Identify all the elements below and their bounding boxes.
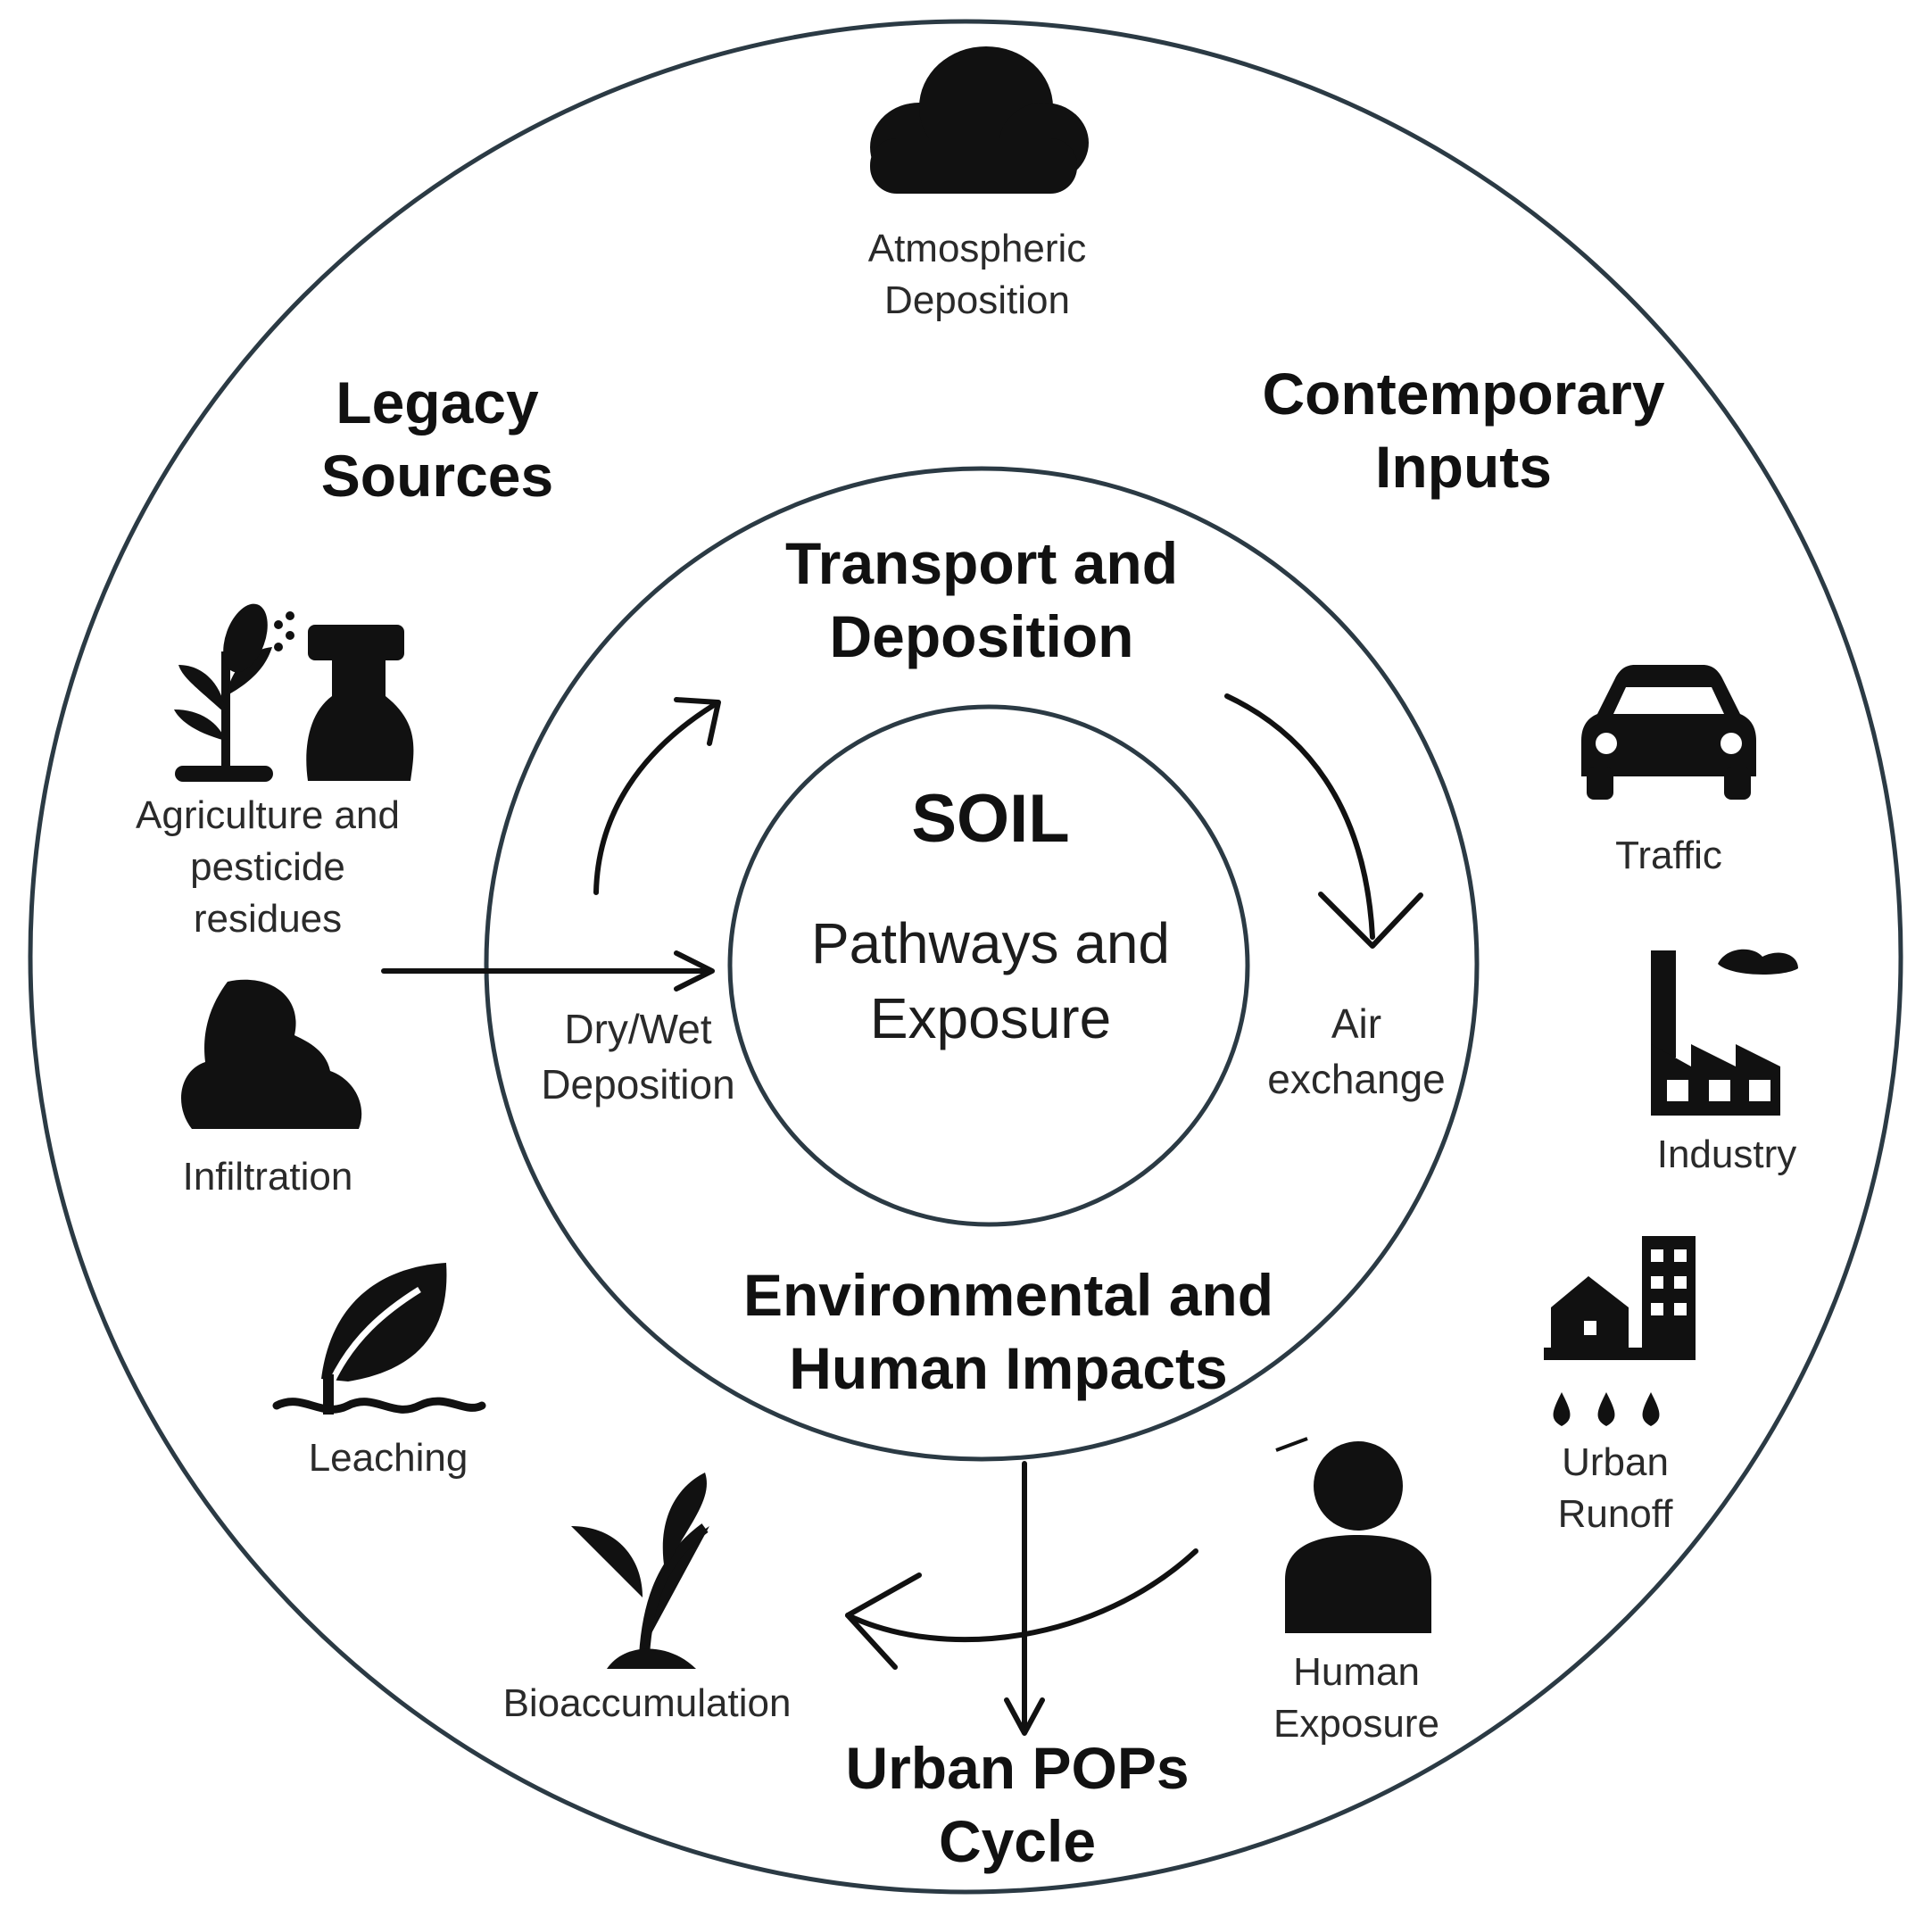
soil-title: SOIL — [911, 781, 1070, 857]
leaching-line-1: Leaching — [308, 1436, 468, 1480]
pathways-exposure-label: Pathways and Exposure — [767, 906, 1214, 1056]
legacy-sources-heading: Legacy Sources — [286, 366, 589, 512]
traffic-line-1: Traffic — [1615, 834, 1722, 877]
human-exposure-label: Human Exposure — [1240, 1647, 1472, 1750]
outer-ring — [28, 19, 1903, 1895]
leaf-water-icon — [272, 1263, 486, 1415]
arrow-down-right — [1224, 693, 1423, 949]
air-line-2: exchange — [1267, 1056, 1446, 1102]
human-line-2: Exposure — [1273, 1702, 1439, 1746]
air-line-1: Air — [1331, 1000, 1382, 1047]
city-rain-icon — [1544, 1236, 1696, 1426]
pathways-line-2: Exposure — [869, 986, 1112, 1050]
diagram-title: Urban POPs Cycle — [803, 1731, 1231, 1878]
arrow-down-bottom — [1004, 1461, 1045, 1736]
urban-runoff-label: Urban Runoff — [1517, 1437, 1713, 1540]
transport-deposition-heading: Transport and Deposition — [732, 527, 1231, 673]
impacts-line-1: Environmental and — [742, 1262, 1274, 1328]
arrow-up-left — [593, 697, 721, 895]
middle-ring — [484, 466, 1480, 1462]
agriculture-label: Agriculture and pesticide residues — [107, 790, 428, 945]
blob-icon — [181, 979, 362, 1129]
legacy-line-1: Legacy — [336, 369, 539, 436]
arrow-into-soil — [381, 950, 715, 992]
inner-ring — [727, 704, 1250, 1227]
factory-windows — [1667, 1080, 1770, 1101]
agriculture-line-1: Agriculture and — [136, 793, 400, 837]
dry-wet-deposition-label: Dry/Wet Deposition — [518, 1001, 759, 1112]
title-line-1: Urban POPs — [845, 1735, 1190, 1801]
dry-wet-line-1: Dry/Wet — [564, 1006, 712, 1052]
industry-label: Industry — [1633, 1129, 1820, 1181]
atmospheric-line-1: Atmospheric — [867, 227, 1087, 270]
industry-line-1: Industry — [1656, 1133, 1797, 1176]
person-icon — [1275, 1437, 1431, 1633]
arrow-curve-left — [845, 1548, 1198, 1670]
air-exchange-label: Air exchange — [1249, 996, 1464, 1107]
transport-line-2: Deposition — [829, 603, 1134, 669]
atmospheric-line-2: Deposition — [884, 278, 1070, 322]
traffic-label: Traffic — [1580, 830, 1758, 882]
contemporary-line-2: Inputs — [1375, 434, 1552, 500]
human-line-1: Human — [1293, 1650, 1420, 1694]
contemporary-line-1: Contemporary — [1262, 361, 1665, 427]
car-details — [1596, 687, 1742, 754]
dry-wet-line-2: Deposition — [541, 1061, 735, 1108]
city-windows — [1584, 1249, 1687, 1335]
bioaccumulation-line-1: Bioaccumulation — [502, 1681, 792, 1725]
transport-line-1: Transport and — [784, 530, 1179, 596]
agriculture-line-2: pesticide — [190, 845, 345, 889]
cloud-icon — [870, 46, 1089, 194]
agriculture-line-3: residues — [193, 897, 343, 941]
title-line-2: Cycle — [938, 1808, 1097, 1874]
urban-runoff-line-2: Runoff — [1557, 1492, 1673, 1536]
infiltration-label: Infiltration — [152, 1151, 384, 1203]
infiltration-line-1: Infiltration — [182, 1155, 353, 1199]
leaching-label: Leaching — [277, 1432, 500, 1484]
urban-runoff-line-1: Urban — [1562, 1440, 1669, 1484]
sprout-icon — [571, 1473, 709, 1669]
impacts-heading: Environmental and Human Impacts — [705, 1258, 1312, 1405]
legacy-line-2: Sources — [320, 443, 554, 509]
impacts-line-2: Human Impacts — [789, 1335, 1228, 1401]
plant-spray-icon — [174, 603, 414, 782]
pathways-line-1: Pathways and — [810, 911, 1171, 975]
contemporary-inputs-heading: Contemporary Inputs — [1231, 357, 1696, 503]
car-icon — [1581, 665, 1756, 800]
atmospheric-deposition-label: Atmospheric Deposition — [825, 223, 1129, 327]
bioaccumulation-label: Bioaccumulation — [473, 1678, 821, 1730]
